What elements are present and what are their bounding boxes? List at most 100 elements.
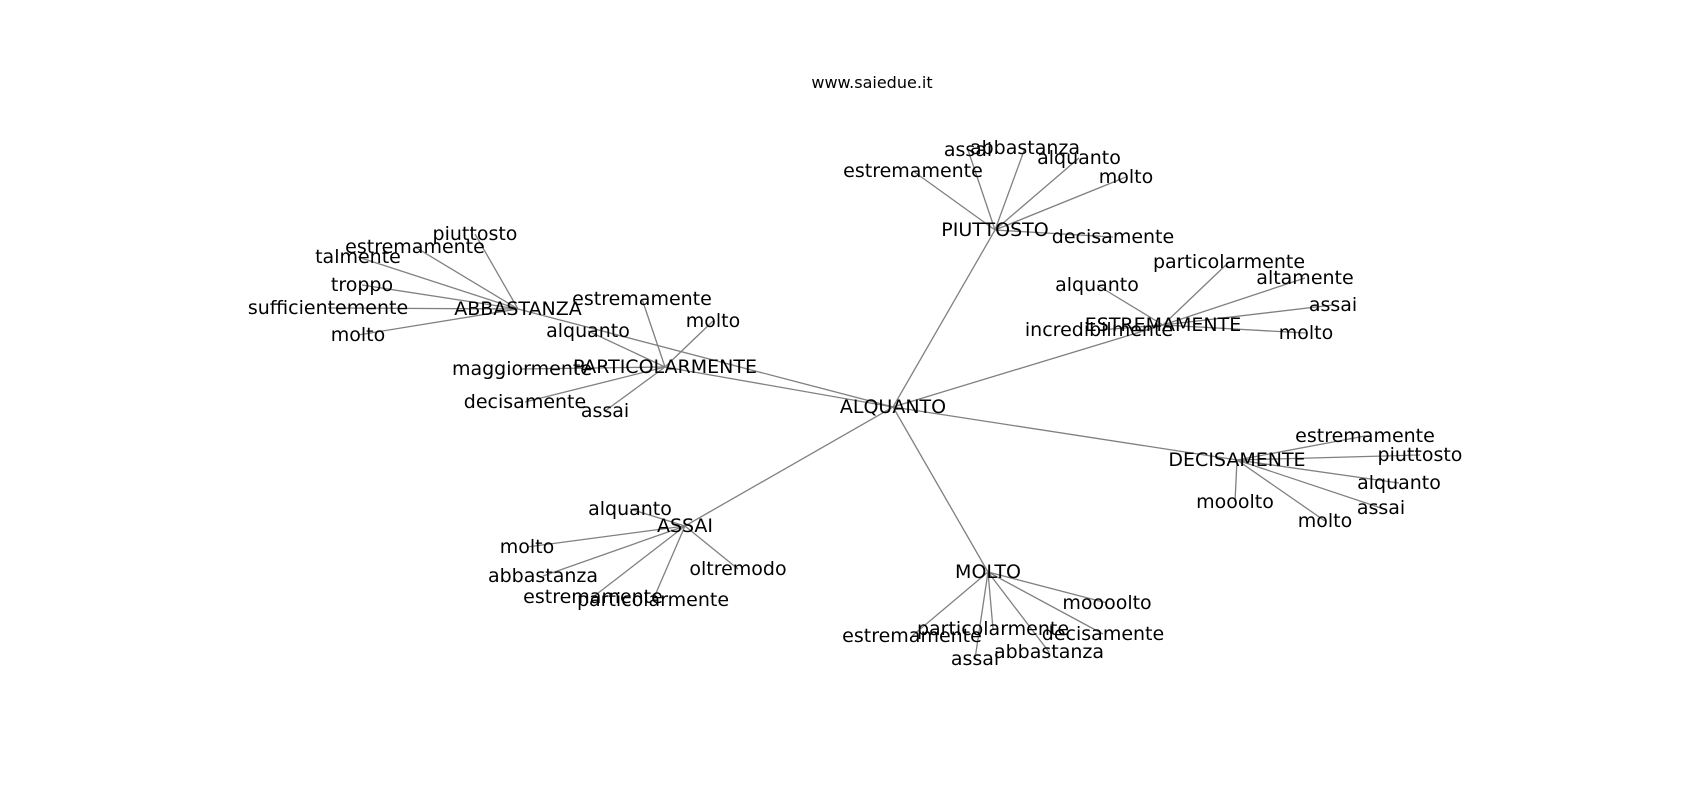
edge-molto-abbastanza	[987, 571, 1050, 653]
node-leaf-assai-alquanto: alquanto	[588, 498, 672, 520]
node-leaf-molto-decisamente: decisamente	[1042, 623, 1164, 645]
edge-estremamente-particolarmente	[1162, 261, 1230, 326]
node-leaf-piuttosto-alquanto: alquanto	[1037, 147, 1121, 169]
node-hub-particolarmente: PARTICOLARMENTE	[573, 356, 757, 378]
node-leaf-abbastanza-estremamente: estremamente	[345, 236, 485, 258]
node-hub-abbastanza: ABBASTANZA	[454, 298, 581, 320]
edge-root-molto	[892, 406, 989, 573]
node-hub-decisamente: DECISAMENTE	[1168, 449, 1305, 471]
node-leaf-abbastanza-piuttosto: piuttosto	[433, 223, 518, 245]
node-leaf-decisamente-estremamente: estremamente	[1295, 425, 1435, 447]
node-leaf-assai-molto: molto	[500, 536, 555, 558]
edge-root-particolarmente	[664, 366, 894, 408]
node-leaf-piuttosto-molto: molto	[1099, 166, 1154, 188]
node-leaf-decisamente-piuttosto: piuttosto	[1378, 444, 1463, 466]
edge-particolarmente-decisamente	[524, 366, 666, 403]
node-hub-assai: ASSAI	[657, 515, 713, 537]
edge-molto-estremamente	[911, 571, 989, 637]
edge-decisamente-mooolto	[1234, 459, 1238, 503]
edge-root-abbastanza	[517, 308, 894, 408]
edge-particolarmente-molto	[664, 320, 714, 368]
edge-root-estremamente	[892, 324, 1164, 408]
node-leaf-estremamente-altamente: altamente	[1256, 267, 1353, 289]
node-leaf-abbastanza-troppo: troppo	[331, 274, 393, 296]
node-leaf-molto-estremamente: estremamente	[842, 625, 982, 647]
edge-particolarmente-estremamente	[641, 298, 666, 368]
node-leaf-estremamente-assai: assai	[1309, 294, 1357, 316]
edge-abbastanza-sufficientemente	[327, 307, 519, 310]
edge-piuttosto-estremamente	[912, 170, 996, 231]
node-hub-molto: MOLTO	[955, 561, 1021, 583]
node-leaf-estremamente-incredibilmente: incredibilmente	[1025, 319, 1173, 341]
node-root: ALQUANTO	[840, 396, 946, 418]
node-leaf-particolarmente-molto: molto	[686, 310, 741, 332]
node-leaf-piuttosto-abbastanza: abbastanza	[970, 137, 1080, 159]
node-hub-piuttosto: PIUTTOSTO	[941, 219, 1048, 241]
edges	[327, 147, 1421, 660]
edge-piuttosto-alquanto	[994, 157, 1080, 231]
edge-assai-estremamente	[592, 525, 686, 598]
node-leaf-decisamente-assai: assai	[1357, 497, 1405, 519]
edge-piuttosto-molto	[994, 176, 1127, 231]
node-leaf-molto-assai: assai	[951, 648, 999, 670]
node-leaf-particolarmente-maggiormente: maggiormente	[452, 358, 592, 380]
node-leaf-piuttosto-decisamente: decisamente	[1052, 226, 1174, 248]
edge-molto-moooolto	[987, 571, 1108, 604]
node-leaf-estremamente-molto: molto	[1279, 322, 1334, 344]
edge-estremamente-altamente	[1162, 277, 1306, 326]
node-leaf-molto-particolarmente: particolarmente	[917, 618, 1069, 640]
edge-particolarmente-maggiormente	[521, 366, 666, 370]
node-leaf-molto-moooolto: moooolto	[1062, 592, 1151, 614]
node-leaf-decisamente-mooolto: mooolto	[1196, 491, 1274, 513]
node-leaf-assai-particolarmente: particolarmente	[577, 589, 729, 611]
node-leaf-assai-estremamente: estremamente	[523, 586, 663, 608]
edge-piuttosto-assai	[967, 149, 996, 231]
edge-assai-particolarmente	[652, 525, 686, 601]
node-leaf-particolarmente-decisamente: decisamente	[464, 391, 586, 413]
edge-abbastanza-troppo	[361, 284, 519, 310]
edge-molto-decisamente	[987, 571, 1104, 635]
edge-root-decisamente	[892, 406, 1238, 461]
node-leaf-abbastanza-talmente: talmente	[315, 246, 401, 268]
node-leaf-assai-oltremodo: oltremodo	[689, 558, 786, 580]
edge-root-assai	[684, 406, 894, 527]
edge-assai-alquanto	[629, 508, 686, 527]
edge-estremamente-incredibilmente	[1098, 324, 1164, 331]
node-leaf-molto-abbastanza: abbastanza	[994, 641, 1104, 663]
node-leaf-assai-abbastanza: abbastanza	[488, 565, 598, 587]
edge-piuttosto-decisamente	[994, 229, 1114, 238]
edge-piuttosto-abbastanza	[994, 147, 1026, 231]
edge-assai-molto	[526, 525, 686, 548]
edge-decisamente-molto	[1236, 459, 1326, 522]
edge-molto-assai	[974, 571, 989, 660]
edge-particolarmente-assai	[604, 366, 666, 412]
edge-estremamente-alquanto	[1096, 284, 1164, 326]
edge-assai-oltremodo	[684, 525, 739, 570]
site-header: www.saiedue.it	[811, 73, 932, 92]
edge-abbastanza-piuttosto	[474, 233, 519, 310]
node-leaf-particolarmente-estremamente: estremamente	[572, 288, 712, 310]
edge-particolarmente-alquanto	[587, 330, 666, 368]
edge-assai-abbastanza	[542, 525, 686, 577]
edge-molto-particolarmente	[987, 571, 994, 630]
node-leaf-estremamente-particolarmente: particolarmente	[1153, 251, 1305, 273]
edge-estremamente-assai	[1162, 304, 1334, 326]
node-leaf-particolarmente-assai: assai	[581, 400, 629, 422]
edge-root-piuttosto	[892, 229, 996, 408]
node-leaf-piuttosto-estremamente: estremamente	[843, 160, 983, 182]
edge-abbastanza-estremamente	[414, 246, 519, 310]
edge-decisamente-estremamente	[1236, 435, 1366, 461]
edge-decisamente-piuttosto	[1236, 454, 1421, 461]
node-leaf-decisamente-alquanto: alquanto	[1357, 472, 1441, 494]
node-leaf-abbastanza-molto: molto	[331, 324, 386, 346]
node-hub-estremamente: ESTREMAMENTE	[1085, 314, 1242, 336]
edge-abbastanza-molto	[357, 308, 519, 336]
edge-abbastanza-talmente	[357, 256, 519, 310]
node-leaf-decisamente-molto: molto	[1298, 510, 1353, 532]
node-leaf-abbastanza-sufficientemente: sufficientemente	[248, 297, 408, 319]
edge-decisamente-alquanto	[1236, 459, 1400, 484]
edge-decisamente-assai	[1236, 459, 1382, 509]
node-leaf-estremamente-alquanto: alquanto	[1055, 274, 1139, 296]
edge-estremamente-molto	[1162, 324, 1307, 334]
